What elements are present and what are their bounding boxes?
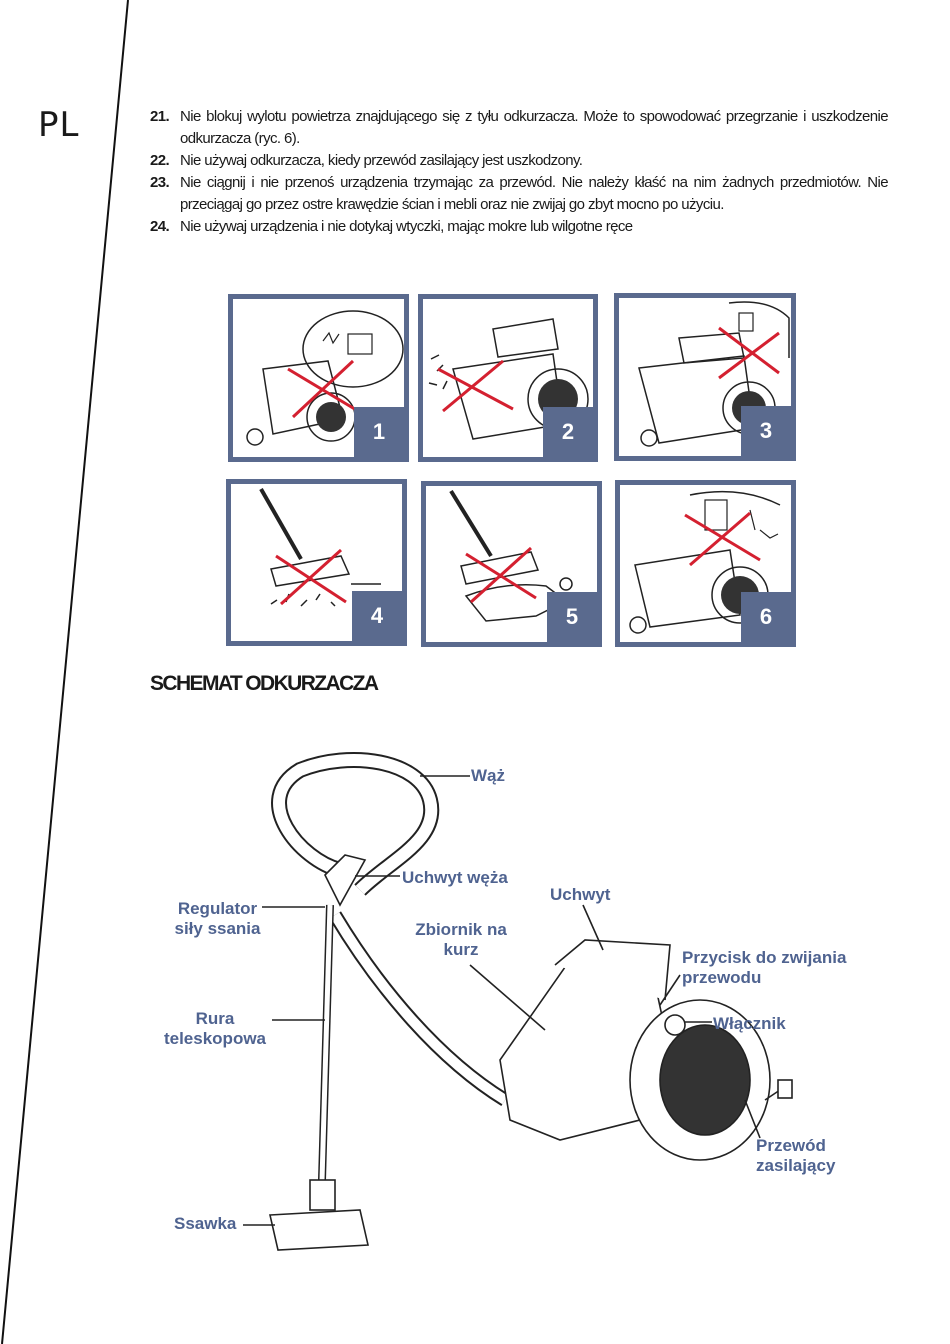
rule-text: Nie używaj odkurzacza, kiedy przewód zas…: [180, 152, 583, 169]
figure-4: 4: [226, 479, 407, 646]
rule-number: 23.: [150, 174, 170, 191]
page-margin-line: [1, 0, 129, 1344]
label-hose: Wąż: [471, 766, 505, 785]
figure-number-badge: 1: [354, 407, 404, 457]
figure-number-badge: 2: [543, 407, 593, 457]
figure-4-illustration: [259, 488, 381, 607]
rule-number: 22.: [150, 152, 170, 169]
rule-text: Nie blokuj wylotu powietrza znajdującego…: [180, 108, 889, 147]
figure-number-badge: 3: [741, 406, 791, 456]
rule-text: Nie używaj urządzenia i nie dotykaj wtyc…: [180, 218, 633, 235]
safety-rules-list: 21. Nie blokuj wylotu powietrza znajdują…: [150, 106, 889, 238]
label-cord-rewind-button: Przycisk do zwijania przewodu: [682, 948, 847, 987]
label-suction-regulator: Regulator siły ssania: [174, 899, 261, 938]
rule-item: 24. Nie używaj urządzenia i nie dotykaj …: [150, 216, 888, 238]
rule-number: 24.: [150, 218, 170, 235]
label-telescopic-tube: Rura teleskopowa: [163, 1009, 267, 1048]
label-hose-handle: Uchwyt węża: [402, 868, 508, 887]
figure-3: 3: [614, 293, 796, 461]
label-dust-container: Zbiornik na kurz: [415, 920, 507, 959]
label-power-switch: Włącznik: [713, 1014, 786, 1033]
rule-item: 23. Nie ciągnij i nie przenoś urządzenia…: [150, 172, 889, 216]
figure-6: 6: [615, 480, 796, 647]
section-title: SCHEMAT ODKURZACZA: [150, 672, 379, 695]
label-power-cord: Przewód zasilający: [756, 1136, 836, 1175]
rule-text: Nie ciągnij i nie przenoś urządzenia trz…: [180, 174, 889, 213]
rule-number: 21.: [150, 108, 170, 125]
figure-number-badge: 5: [547, 592, 597, 642]
figure-1: 1: [228, 294, 409, 462]
figure-2: 2: [418, 294, 598, 462]
language-tag: PL: [38, 105, 80, 145]
label-handle: Uchwyt: [550, 885, 611, 904]
rule-item: 21. Nie blokuj wylotu powietrza znajdują…: [150, 106, 889, 150]
figure-number-badge: 4: [352, 591, 402, 641]
figure-5: 5: [421, 481, 602, 647]
label-nozzle: Ssawka: [174, 1214, 237, 1233]
rule-item: 22. Nie używaj odkurzacza, kiedy przewód…: [150, 150, 888, 172]
figure-number-badge: 6: [741, 592, 791, 642]
